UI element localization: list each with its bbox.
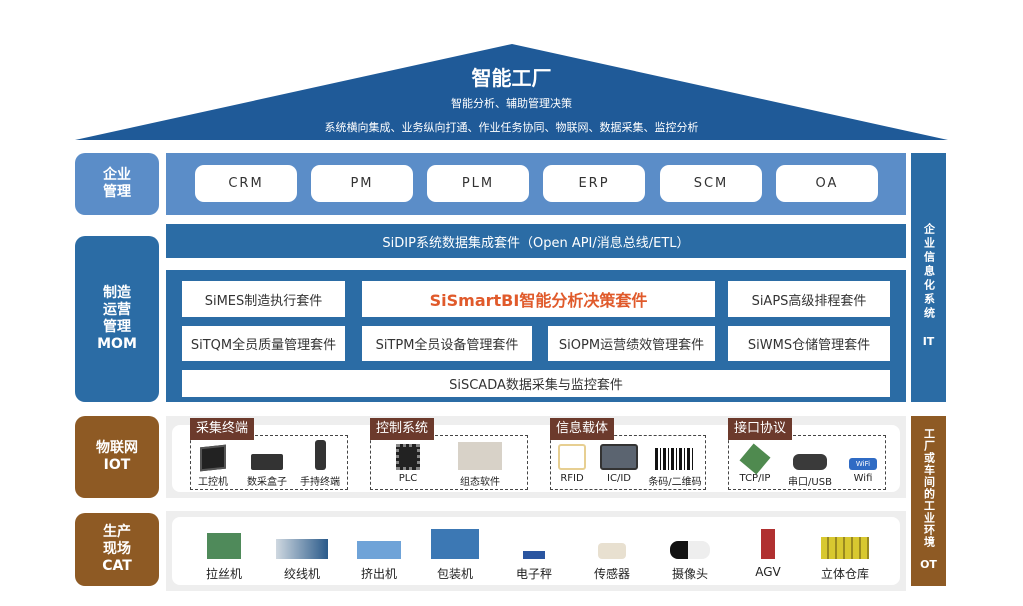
cat-item: 绞线机 <box>263 525 341 582</box>
wire-drawing-machine-icon <box>207 533 241 559</box>
iot-item: PLC <box>373 440 443 484</box>
wifi-icon: WiFi <box>849 458 877 470</box>
suite-sitqm[interactable]: SiTQM全员质量管理套件 <box>182 326 345 361</box>
module-erp[interactable]: ERP <box>543 165 645 202</box>
group-title: 接口协议 <box>728 418 793 440</box>
module-pm[interactable]: PM <box>311 165 413 202</box>
handheld-icon <box>314 440 326 470</box>
cat-item: 拉丝机 <box>185 525 263 582</box>
group-box <box>550 435 706 490</box>
plc-chip-icon <box>396 444 420 470</box>
it-band: 企业信息化系统 IT <box>911 153 946 402</box>
sidip-band[interactable]: SiDIP系统数据集成套件（Open API/消息总线/ETL） <box>166 224 906 258</box>
roof-shape <box>75 44 948 140</box>
iot-item: 条码/二维码 <box>640 440 710 488</box>
suite-sismartbi[interactable]: SiSmartBI智能分析决策套件 <box>362 281 715 317</box>
industrial-pc-icon <box>200 444 226 472</box>
ot-band: 工厂或车间的工业环境 OT <box>911 416 946 586</box>
suite-siopm[interactable]: SiOPM运营绩效管理套件 <box>548 326 715 361</box>
module-crm[interactable]: CRM <box>195 165 297 202</box>
barcode-icon <box>655 448 695 470</box>
cat-item: 摄像头 <box>651 525 729 582</box>
label-cat: 生产 现场 CAT <box>75 513 159 586</box>
suite-siwms[interactable]: SiWMS仓储管理套件 <box>728 326 890 361</box>
ic-card-icon <box>600 444 638 470</box>
iot-item: 数采盒子 <box>232 440 302 488</box>
packing-machine-icon <box>431 529 479 559</box>
scale-icon <box>523 551 545 559</box>
ot-label: OT <box>920 558 937 571</box>
iot-item: 组态软件 <box>445 440 515 488</box>
warehouse-icon <box>821 537 869 559</box>
label-enterprise: 企业 管理 <box>75 153 159 215</box>
agv-icon <box>761 529 775 559</box>
it-label: IT <box>922 335 935 348</box>
data-box-icon <box>251 454 283 470</box>
it-text: 企业信息化系统 <box>922 223 936 321</box>
serial-usb-icon <box>793 454 827 470</box>
cat-item: 电子秤 <box>495 525 573 582</box>
roof-title: 智能工厂 <box>471 66 552 90</box>
group-title: 信息载体 <box>550 418 615 440</box>
module-oa[interactable]: OA <box>776 165 878 202</box>
group-box <box>728 435 886 490</box>
suite-sitpm[interactable]: SiTPM全员设备管理套件 <box>362 326 532 361</box>
group-box <box>190 435 348 490</box>
scada-software-icon <box>458 442 502 470</box>
iot-item: 手持终端 <box>285 440 355 488</box>
iot-item: IC/ID <box>584 440 654 484</box>
extruder-icon <box>357 541 401 559</box>
camera-icon <box>670 541 710 559</box>
roof-line: 系统横向集成、业务纵向打通、作业任务协同、物联网、数据采集、监控分析 <box>324 121 699 134</box>
network-board-icon <box>739 443 771 475</box>
iot-item: RFID <box>537 440 607 484</box>
iot-item: TCP/IP <box>720 440 790 484</box>
label-mom: 制造 运营 管理 MOM <box>75 236 159 402</box>
group-title: 采集终端 <box>190 418 255 440</box>
cat-item: AGV <box>729 525 807 579</box>
cat-item: 传感器 <box>573 525 651 582</box>
label-iot: 物联网 IOT <box>75 416 159 498</box>
cat-item: 包装机 <box>416 525 494 582</box>
group-title: 控制系统 <box>370 418 435 440</box>
roof-subtitle: 智能分析、辅助管理决策 <box>451 97 572 110</box>
rfid-icon <box>558 444 586 470</box>
ot-text: 工厂或车间的工业环境 <box>922 428 936 548</box>
iot-item: 工控机 <box>178 440 248 488</box>
cat-item: 挤出机 <box>340 525 418 582</box>
module-scm[interactable]: SCM <box>660 165 762 202</box>
sensor-icon <box>598 543 626 559</box>
suite-siaps[interactable]: SiAPS高级排程套件 <box>728 281 890 317</box>
iot-item: 串口/USB <box>775 440 845 488</box>
suite-simes[interactable]: SiMES制造执行套件 <box>182 281 345 317</box>
suite-siscada[interactable]: SiSCADA数据采集与监控套件 <box>182 370 890 397</box>
group-box <box>370 435 528 490</box>
stranding-machine-icon <box>276 539 328 559</box>
module-plm[interactable]: PLM <box>427 165 529 202</box>
cat-item: 立体仓库 <box>806 525 884 582</box>
